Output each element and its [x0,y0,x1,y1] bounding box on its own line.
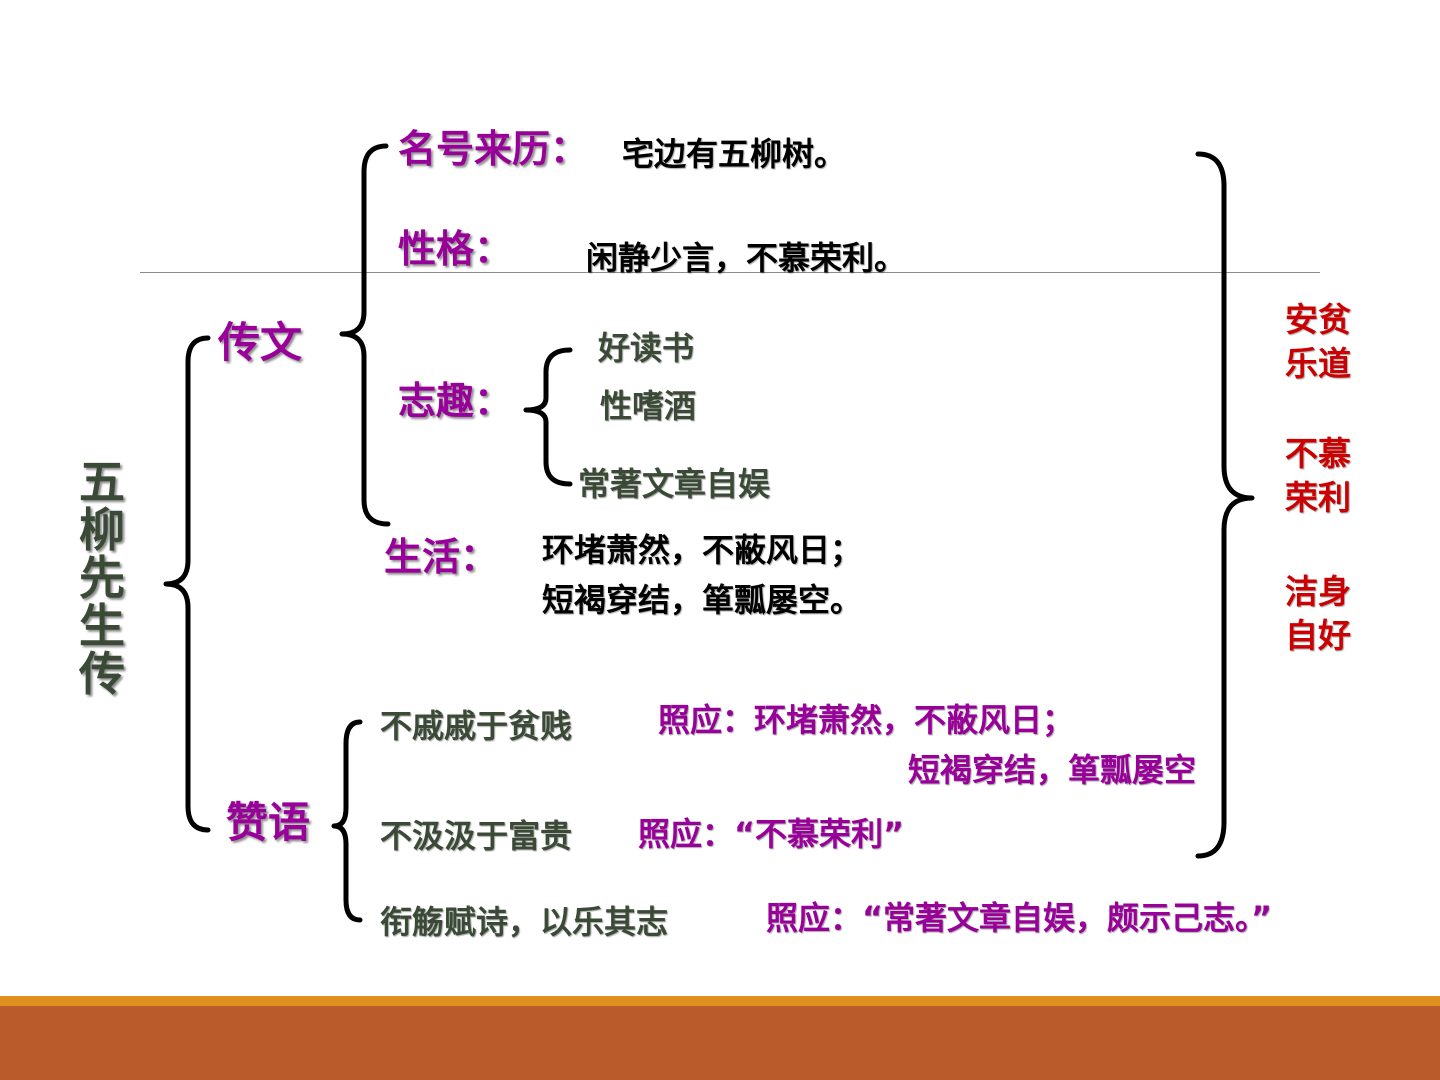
brace-main [163,335,211,833]
character-text: 闲静少言，不慕荣利。 [586,239,907,277]
life-label: 生活： [384,535,499,579]
praise-echo-3: 照应：“常著文章自娱，颇示己志。” [766,899,1273,937]
branch-praise: 赞语 [226,798,311,847]
summary-1: 安贫 乐道 [1285,300,1351,383]
summary-3: 洁身 自好 [1285,572,1351,655]
life-line-2: 短褐穿结，箪瓢屡空。 [542,581,863,619]
divider-line [140,272,1320,273]
interests-label: 志趣： [398,379,513,423]
interest-item-2: 性嗜酒 [600,387,697,425]
interest-item-3: 常著文章自娱 [578,465,771,503]
summary-2: 不慕 荣利 [1285,434,1351,517]
title: 五柳先生传 [79,455,125,701]
character-label: 性格： [398,227,513,271]
praise-item-1: 不戚戚于贫贱 [380,707,573,745]
name-origin-label: 名号来历： [398,127,589,171]
brace-biography [339,143,391,527]
footer-stripe [0,996,1440,1006]
interest-item-1: 好读书 [598,329,695,367]
footer-bar [0,1006,1440,1080]
praise-item-3: 衔觞赋诗，以乐其志 [380,903,669,941]
life-line-1: 环堵萧然，不蔽风日； [542,531,863,569]
brace-interests [523,347,573,487]
praise-echo-1a: 照应：环堵萧然，不蔽风日； [658,701,1075,739]
praise-echo-1b: 短褐穿结，箪瓢屡空 [908,751,1197,789]
brace-praise [331,719,363,923]
praise-echo-2: 照应：“不慕荣利” [638,815,905,853]
name-origin-text: 宅边有五柳树。 [622,135,847,173]
branch-biography: 传文 [218,318,303,367]
brace-summary [1195,151,1255,859]
praise-item-2: 不汲汲于富贵 [380,817,573,855]
